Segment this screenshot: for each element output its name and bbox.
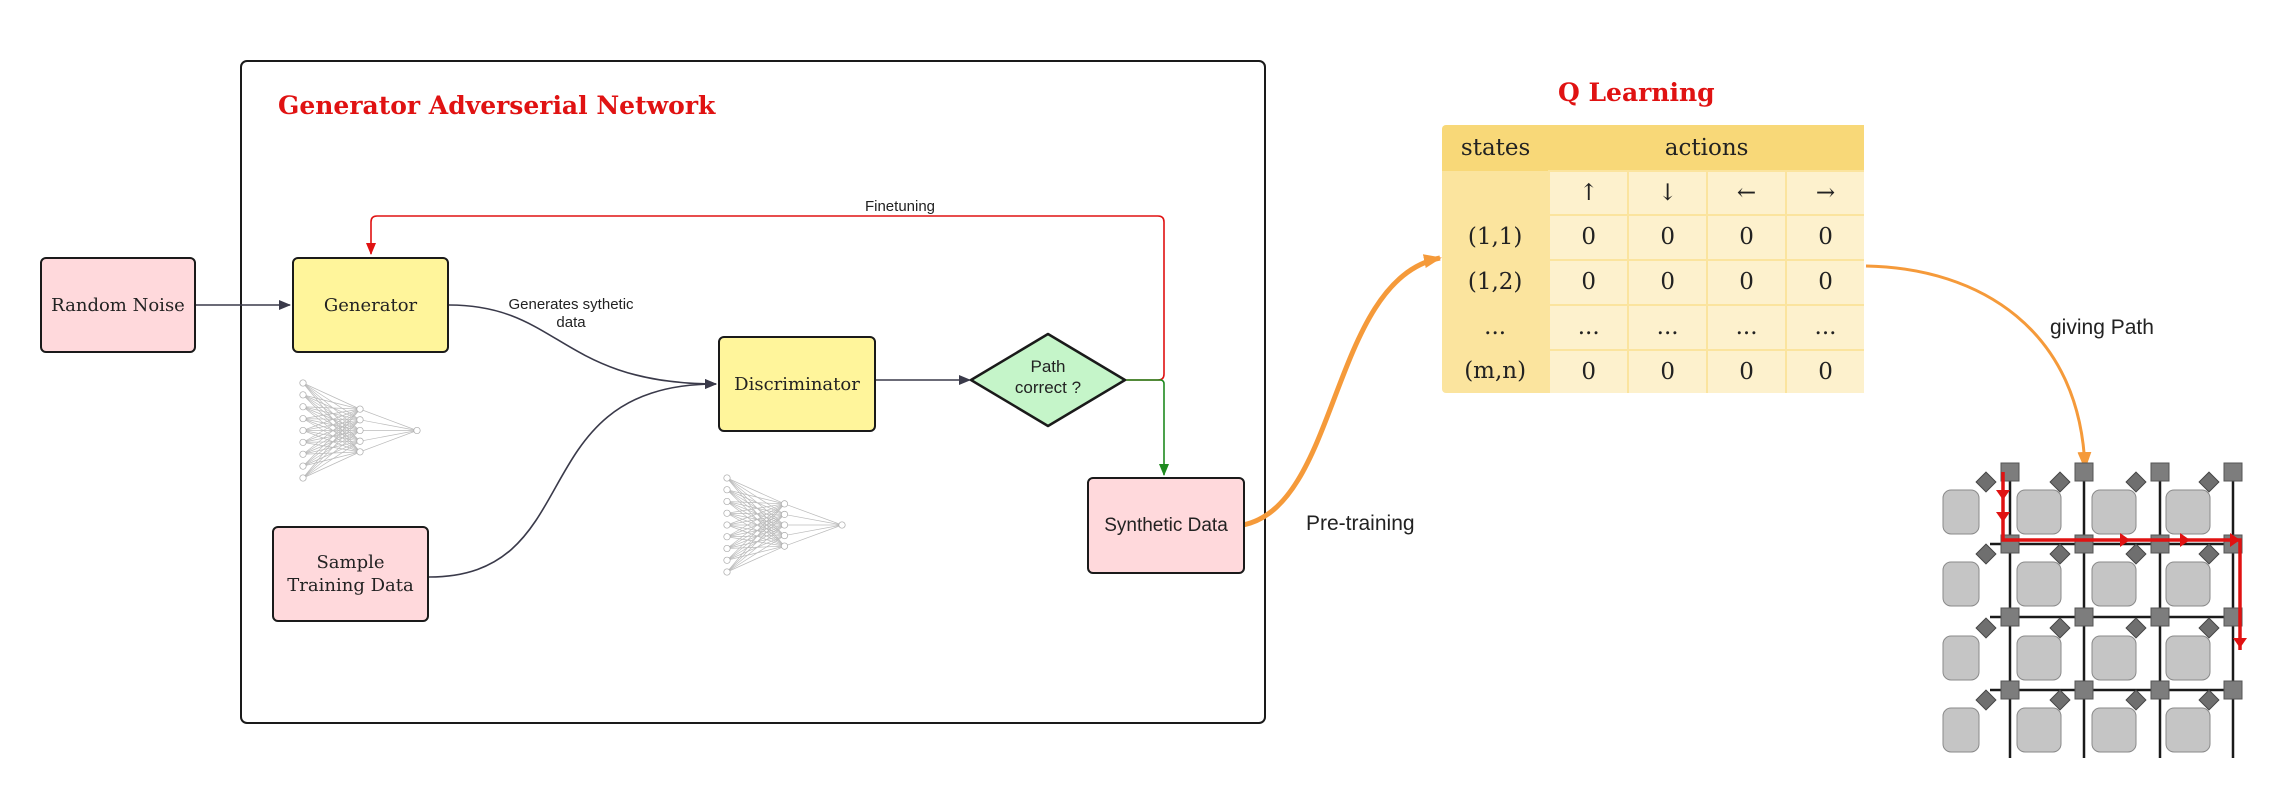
q-value-cell: 0: [1627, 348, 1708, 393]
q-table-header: states actions: [1442, 125, 1864, 171]
random-noise-node: Random Noise: [40, 257, 196, 353]
q-value-cell: 0: [1706, 258, 1787, 305]
q-value-cell: ...: [1548, 303, 1629, 350]
q-table: states actions ↑ ↓ ← → (1,1) 0 0 0 0 (1,…: [1442, 125, 1864, 393]
table-row: (1,1) 0 0 0 0: [1442, 214, 1864, 260]
neural-net-sketch-generator: [299, 379, 421, 482]
action-left-icon: ←: [1706, 170, 1787, 215]
q-value-cell: 0: [1627, 258, 1708, 305]
sample-training-data-node: Sample Training Data: [272, 526, 429, 622]
state-cell: ...: [1442, 304, 1550, 350]
q-table-action-row: ↑ ↓ ← →: [1442, 170, 1864, 215]
synthetic-data-node: Synthetic Data: [1087, 477, 1245, 574]
action-down-icon: ↓: [1627, 170, 1708, 215]
discriminator-node: Discriminator: [718, 336, 876, 432]
actions-header: actions: [1664, 134, 1749, 161]
grid-path-illustration: [1942, 462, 2247, 758]
table-row: ... ... ... ... ...: [1442, 303, 1864, 350]
state-cell: (1,1): [1442, 215, 1550, 260]
finetuning-label: Finetuning: [864, 198, 936, 215]
q-value-cell: ...: [1706, 303, 1787, 350]
gan-title: Generator Adverserial Network: [278, 91, 716, 120]
edge-generator-to-discriminator: [448, 304, 717, 389]
states-header: states: [1460, 135, 1531, 161]
edge-giving-path: [1865, 264, 2092, 470]
generates-label: Generates sythetic data: [508, 296, 634, 331]
q-value-cell: 0: [1785, 214, 1864, 260]
edge-sample-to-discriminator: [428, 379, 717, 578]
q-value-cell: 0: [1785, 348, 1864, 393]
generator-node: Generator: [292, 257, 449, 353]
decision-label: Path correct ?: [1014, 357, 1082, 397]
edge-pretraining: [1242, 254, 1442, 528]
state-cell: (m,n): [1442, 349, 1550, 393]
q-value-cell: 0: [1627, 214, 1708, 260]
pretraining-label: Pre-training: [1306, 512, 1415, 535]
q-learning-title: Q Learning: [1558, 78, 1715, 107]
q-value-cell: 0: [1548, 214, 1629, 260]
decision-diamond: [969, 332, 1127, 428]
state-cell: (1,2): [1442, 259, 1550, 305]
q-value-cell: 0: [1706, 214, 1787, 260]
blank-cell: [1442, 171, 1550, 215]
edge-correct: [1125, 379, 1169, 476]
table-row: (1,2) 0 0 0 0: [1442, 258, 1864, 305]
q-value-cell: 0: [1785, 258, 1864, 305]
action-up-icon: ↑: [1548, 170, 1629, 215]
neural-net-sketch-discriminator: [723, 474, 846, 576]
edge-finetuning: [366, 215, 1165, 381]
q-value-cell: ...: [1627, 303, 1708, 350]
action-right-icon: →: [1785, 170, 1864, 215]
q-value-cell: 0: [1548, 258, 1629, 305]
q-value-cell: 0: [1706, 348, 1787, 393]
giving-path-label: giving Path: [2050, 316, 2154, 339]
q-value-cell: 0: [1548, 348, 1629, 393]
q-value-cell: ...: [1785, 303, 1864, 350]
table-row: (m,n) 0 0 0 0: [1442, 348, 1864, 393]
